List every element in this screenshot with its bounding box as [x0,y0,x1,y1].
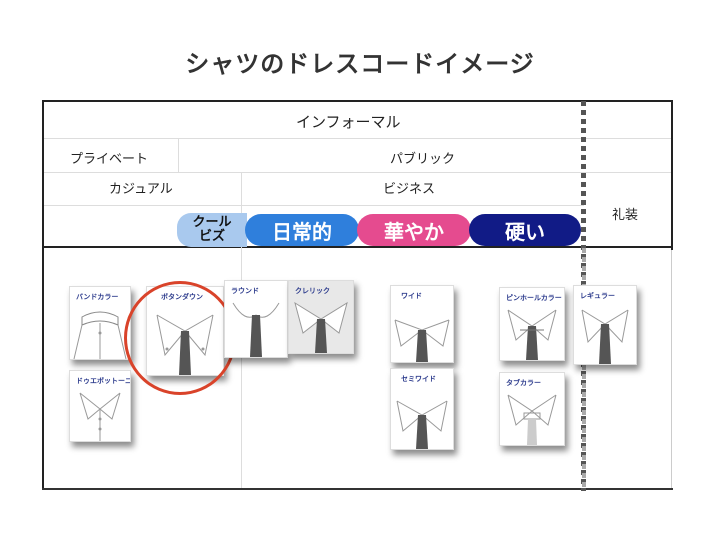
label-formal: 礼装 [612,208,639,223]
collar-label-regular: レギュラー [580,292,615,300]
collar-card-due-bottoni: ドゥエボットーニ [69,370,131,442]
col-line-1 [178,139,179,172]
collar-card-tab: タブカラー [499,372,565,446]
collar-card-band: バンドカラー [69,286,131,360]
collar-label-due-bottoni: ドゥエボットーニ [76,377,131,385]
level-stiff: 硬い [469,214,581,246]
row-line-3 [44,205,584,206]
label-public: パブリック [390,152,456,167]
collar-pinhole-icon [507,309,557,360]
collar-wide-icon [394,319,450,362]
collar-cleric-icon [294,301,348,353]
collar-label-cleric: クレリック [295,287,330,295]
collar-label-tab: タブカラー [506,379,541,387]
collar-label-semi-wide: セミワイド [401,375,436,383]
label-business: ビジネス [383,182,436,197]
label-informal: インフォーマル [296,113,401,131]
level-cool-biz: クール ビズ [177,213,247,247]
row-line-1 [44,138,671,139]
collar-due-bottoni-icon [79,392,121,441]
collar-tab-icon [507,394,557,445]
header-divider [42,246,673,248]
collar-label-pinhole: ピンホールカラー [506,294,562,302]
collar-label-wide: ワイド [401,292,422,300]
frame-right [671,100,673,250]
row-line-2 [44,172,671,173]
frame-top [42,100,673,102]
highlight-circle [124,281,236,395]
frame-left [42,100,44,490]
collar-round-icon [232,302,280,357]
collar-card-wide: ワイド [390,285,454,363]
collar-label-round: ラウンド [231,287,259,295]
collar-band-icon [73,311,127,359]
level-gorgeous: 華やか [357,214,471,246]
formal-divider-lower [582,248,586,490]
collar-card-cleric: クレリック [288,280,354,354]
collar-card-pinhole: ピンホールカラー [499,287,565,361]
collar-card-regular: レギュラー [573,285,637,365]
collar-semi-wide-icon [396,400,448,449]
label-casual: カジュアル [109,182,173,197]
frame-right-light [671,250,672,490]
collar-card-round: ラウンド [224,280,288,358]
collar-card-semi-wide: セミワイド [390,368,454,450]
page-title: シャツのドレスコードイメージ [185,49,535,78]
collar-regular-icon [581,309,629,364]
label-private: プライベート [70,152,149,167]
level-daily: 日常的 [245,214,359,246]
frame-bottom [42,488,673,490]
collar-label-band: バンドカラー [76,293,119,301]
